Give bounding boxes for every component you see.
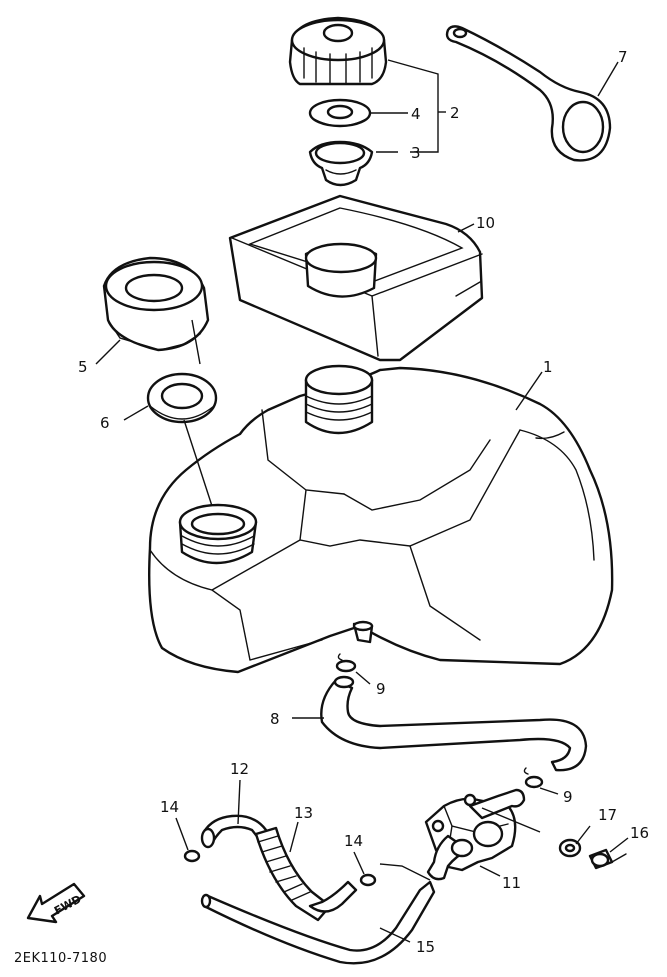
callout-8: 8	[270, 710, 280, 728]
callout-2: 2	[450, 104, 460, 122]
washer-part	[558, 838, 582, 858]
callout-12: 12	[230, 760, 249, 778]
tank-tray-part	[228, 194, 484, 362]
leader-lines	[95, 59, 629, 943]
callout-10: 10	[476, 214, 495, 232]
callout-14-right: 14	[344, 832, 363, 850]
hose-clip-part	[335, 653, 357, 673]
hose-clip-part	[523, 767, 544, 789]
fuel-tank-part	[148, 364, 614, 674]
forward-direction-arrow: FWD	[26, 882, 86, 924]
fuel-hose-long-part	[200, 880, 436, 965]
callout-13: 13	[294, 804, 313, 822]
screw-part	[588, 848, 627, 870]
fuel-cock-part	[424, 788, 526, 881]
cap-gasket-part	[308, 98, 372, 128]
callout-5: 5	[78, 358, 88, 376]
callout-labels: 1 2 3 4 5 6 7 8 9 9 10 11 12 13 14 14 15…	[78, 48, 649, 956]
hose-spring-part	[254, 826, 358, 922]
callout-16: 16	[630, 824, 649, 842]
hose-clip-part	[183, 849, 201, 863]
hose-clip-part	[359, 873, 377, 887]
callout-3: 3	[411, 144, 421, 162]
callout-14-left: 14	[160, 798, 179, 816]
filler-seal-part	[146, 372, 218, 424]
part-code-label: 2EK110-7180	[14, 951, 107, 966]
cap-strap-part	[445, 25, 612, 162]
fuel-cap-part	[288, 16, 388, 86]
callout-4: 4	[411, 105, 421, 123]
callout-11: 11	[502, 874, 521, 892]
callout-7: 7	[618, 48, 628, 66]
callout-17: 17	[598, 806, 617, 824]
callout-15: 15	[416, 938, 435, 956]
filler-nut-part	[102, 256, 210, 352]
vent-hose-part	[320, 675, 588, 772]
callout-6: 6	[100, 414, 110, 432]
callout-9-lower: 9	[563, 788, 573, 806]
callout-9-upper: 9	[376, 680, 386, 698]
cap-seat-part	[308, 140, 374, 187]
callout-1: 1	[543, 358, 553, 376]
